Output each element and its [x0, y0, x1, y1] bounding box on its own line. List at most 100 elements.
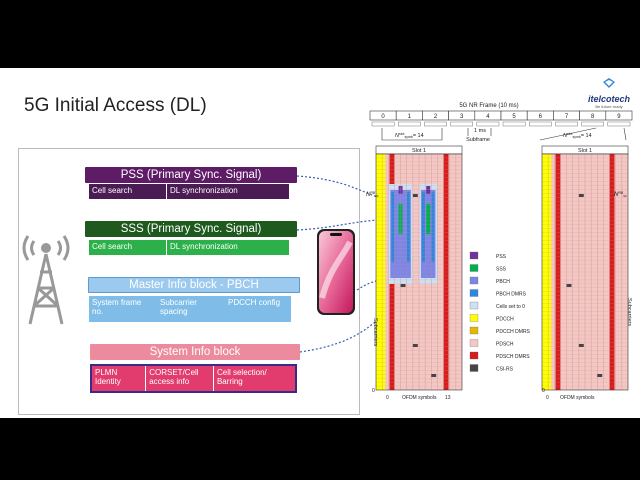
grid-border [541, 153, 629, 391]
pss-title: PSS (Primary Sync. Signal) [85, 167, 297, 183]
resource-grid-slot2: Slot 1 [541, 145, 629, 391]
csi-rs [412, 194, 418, 197]
legend-swatch [469, 314, 479, 322]
csi-rs [431, 374, 437, 377]
csi-rs [578, 194, 584, 197]
pss-block [426, 186, 431, 194]
slot-marker [450, 121, 473, 127]
cell-tower-icon [22, 235, 70, 325]
legend-swatch [469, 289, 479, 297]
legend-label: PBCH DMRS [496, 292, 527, 298]
csi-rs [566, 284, 572, 287]
page-title: 5G Initial Access (DL) [24, 95, 207, 116]
pss-details: Cell search DL synchronization [89, 184, 289, 199]
legend-swatch [469, 276, 479, 285]
mib-details: System frame no. Subcarrier spacing PDCC… [89, 296, 291, 322]
slot-marker [581, 121, 605, 127]
subframe-row: 0 1 2 3 4 5 6 7 8 9 [369, 110, 633, 127]
legend-label: PSS [496, 254, 507, 260]
subframe-number: 8 [591, 114, 595, 120]
csi-rs [578, 344, 584, 347]
grid-border [375, 153, 463, 391]
n-slot-label-2: Nslotsymb= 14 [563, 132, 592, 139]
subframe-label: Subframe [466, 137, 490, 143]
slot-marker [398, 121, 421, 127]
legend-swatch [469, 251, 479, 260]
ms-label: 1 ms [474, 128, 486, 134]
legend: PSS SSS PBCH PBCH DMRS Cells set to 0 PDCCH PD… [469, 251, 531, 373]
axis-zero-y: 0 [372, 388, 375, 394]
legend-label: PDCCH [496, 317, 514, 323]
pbch-dmrs [391, 192, 395, 262]
mib-item-sfn: System frame no. [92, 298, 142, 316]
legend-label: PBCH [496, 279, 510, 285]
slot-label: Slot 1 [412, 148, 426, 154]
slot-marker [371, 121, 395, 127]
sss-details: Cell search DL synchronization [89, 240, 289, 255]
pss-item-dl-sync: DL synchronization [170, 186, 238, 195]
resource-grid-slot1: Slot 1 [375, 145, 463, 391]
pbch-dmrs [431, 192, 435, 262]
sib-title: System Info block [90, 344, 300, 360]
sib-item-cell-selection: Cell selection/ Barring [216, 368, 267, 386]
legend-label: SSS [496, 267, 507, 273]
legend-swatch [469, 326, 479, 335]
n-rb-label-2: NRBsc [614, 191, 627, 198]
n-slot-label: Nslotsymb= 14 [395, 132, 424, 139]
csi-rs [400, 284, 406, 287]
ofdm-label-2: OFDM symbols [560, 395, 595, 401]
slide: 5G Initial Access (DL) itelcotech Be fut… [0, 68, 640, 418]
subcarriers-label: Subcarriers [372, 318, 378, 346]
signal-panel [18, 148, 360, 415]
legend-swatch [469, 301, 479, 310]
pss-item-cell-search: Cell search [89, 184, 167, 199]
sib-item-coreset: CORSET/Cell access info [146, 366, 214, 391]
slot-marker [424, 121, 447, 127]
slot-marker [476, 121, 500, 127]
sib-item-plmn: PLMN Identity [92, 366, 147, 391]
slot-label: Slot 1 [578, 148, 592, 154]
subframe-number: 5 [512, 114, 516, 120]
slot-marker [528, 121, 552, 127]
pbch-dmrs [406, 192, 410, 262]
subcarriers-label-2: Subcarriers [626, 298, 632, 326]
axis-zero-x-2: 0 [546, 395, 549, 401]
mib-item-scs: Subcarrier spacing [160, 298, 197, 316]
legend-label: PDCCH DMRS [496, 329, 531, 335]
legend-label: PDSCH [496, 342, 514, 348]
logo-name: itelcotech [587, 94, 630, 104]
legend-swatch [469, 339, 479, 347]
legend-swatch [469, 351, 479, 360]
nr-frame-diagram: 5G NR Frame (10 ms) 0 1 2 3 4 5 6 7 8 9 1 ms Subf… [366, 103, 633, 401]
subframe-number: 4 [486, 114, 490, 120]
legend-swatch [469, 364, 479, 372]
legend-label: PDSCH DMRS [496, 354, 530, 360]
subframe-number: 3 [460, 114, 464, 120]
sss-item-cell-search: Cell search [89, 240, 167, 255]
sss-item-dl-sync: DL synchronization [170, 242, 238, 251]
axis-zero-x: 0 [386, 395, 389, 401]
logo-icon [603, 78, 615, 88]
subframe-number: 6 [539, 114, 543, 120]
sss-block [426, 204, 431, 234]
subframe-number: 2 [434, 114, 438, 120]
legend-swatch [469, 264, 479, 272]
frame-label: 5G NR Frame (10 ms) [459, 103, 518, 109]
slot-marker [607, 121, 631, 127]
subframe-number: 0 [381, 114, 385, 120]
sib-details: PLMN Identity CORSET/Cell access info Ce… [90, 364, 297, 393]
csi-rs [412, 344, 418, 347]
logo-tagline: Be future ready [595, 104, 623, 109]
legend-label: Cells set to 0 [496, 304, 525, 310]
legend-label: CSI-RS [496, 367, 514, 373]
axis-zero-y-2: 0 [542, 388, 545, 394]
subframe-number: 1 [408, 114, 412, 120]
subframe-number: 7 [565, 114, 569, 120]
n-rb-label: NRBsc [366, 191, 379, 198]
mib-title: Master Info block - PBCH [88, 277, 300, 293]
phone-image [317, 229, 355, 315]
brand-logo: itelcotech Be future ready [584, 76, 634, 109]
csi-rs [597, 374, 603, 377]
subframe-number: 9 [617, 114, 621, 120]
pbch-dmrs [422, 192, 425, 262]
